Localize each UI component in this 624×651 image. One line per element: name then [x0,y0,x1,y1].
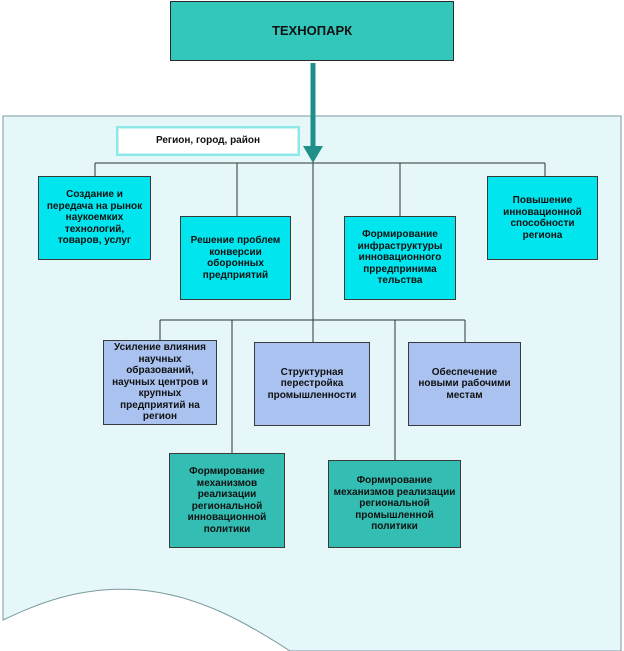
title-box: ТЕХНОПАРК [170,1,454,61]
goal-industrial-restructuring: Структурная перестройка промышленности [254,342,370,426]
goal-scientific-influence: Усиление влияния научных образований, на… [103,340,217,425]
connector-lines [94,162,546,460]
goal-knowledge-technologies: Создание и передача на рынок наукоемких … [38,176,151,260]
goal-regional-industrial-policy: Формирование механизмов реализации регио… [328,460,461,548]
goal-new-jobs: Обеспечение новыми рабочими местам [408,342,521,426]
goal-innovation-infrastructure: Формирование инфраструктуры инновационно… [344,216,456,300]
goal-regional-innovation-policy: Формирование механизмов реализации регио… [169,453,285,548]
goal-defense-conversion: Решение проблем конверсии оборонных пред… [180,216,291,300]
main-arrow-head [303,146,323,163]
region-label: Регион, город, район [116,126,300,156]
goal-regional-innovation: Повышение инновационной способности реги… [487,176,598,260]
